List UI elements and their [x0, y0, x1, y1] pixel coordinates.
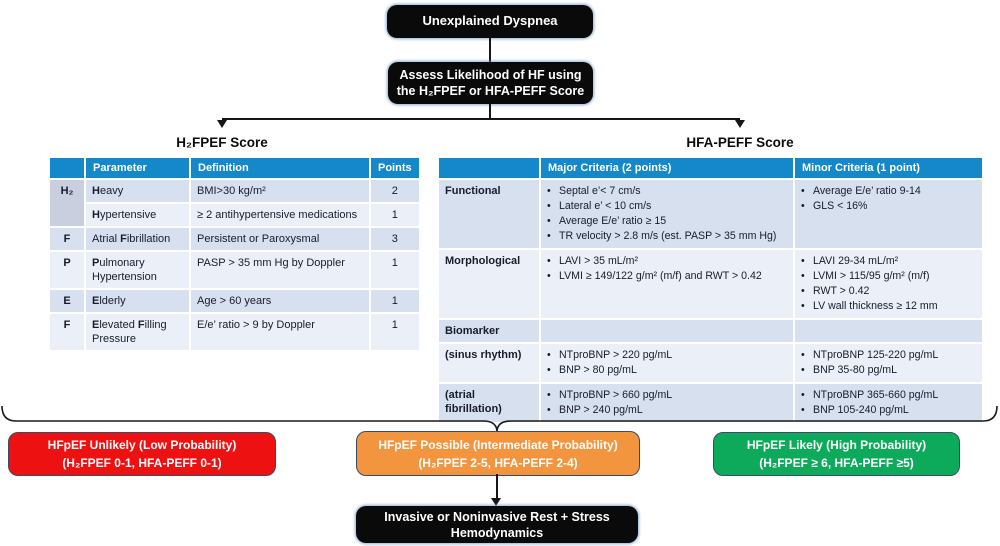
major-criteria-cell: •NTproBNP > 660 pg/mL•BNP > 240 pg/mL — [541, 384, 793, 422]
score-letter-cell: F — [50, 314, 84, 350]
h2fpef-score-title: H₂FPEF Score — [176, 135, 268, 150]
box-label: Unexplained Dyspnea — [422, 13, 558, 29]
hfpef-likely-box: HFpEF Likely (High Probability) (H₂FPEF … — [713, 432, 960, 476]
major-criteria-cell: •Septal e’< 7 cm/s•Lateral e’ < 10 cm/s•… — [541, 180, 793, 248]
connector-line — [496, 474, 498, 498]
header-minor-criteria: Minor Criteria (1 point) — [795, 158, 982, 178]
score-letter-cell: H₂ — [50, 180, 84, 226]
box-label: Assess Likelihood of HF using — [399, 68, 582, 82]
header-points: Points — [371, 158, 419, 178]
criteria-row-label: (sinus rhythm) — [439, 344, 539, 382]
outcome-score-range: (H₂FPEF 0-1, HFA-PEFF 0-1) — [62, 456, 222, 470]
arrow-down-icon — [491, 498, 501, 506]
criteria-row-label: Functional — [439, 180, 539, 248]
points-cell: 1 — [371, 290, 419, 312]
box-label: Hemodynamics — [450, 525, 544, 540]
outcome-score-range: (H₂FPEF 2-5, HFA-PEFF 2-4) — [418, 455, 578, 470]
connector-line — [489, 104, 491, 119]
definition-cell: Age > 60 years — [191, 290, 369, 312]
hfapeff-row: Functional•Septal e’< 7 cm/s•Lateral e’ … — [439, 180, 982, 248]
outcome-score-range: (H₂FPEF ≥ 6, HFA-PEFF ≥5) — [759, 456, 914, 470]
major-criteria-cell — [541, 320, 793, 342]
parameter-cell: Hypertensive — [86, 204, 189, 226]
header-blank-cell — [439, 158, 539, 178]
arrow-down-icon — [217, 120, 227, 128]
minor-criteria-cell: •LAVI 29-34 mL/m²•LVMI > 115/95 g/m² (m/… — [795, 250, 982, 318]
points-cell: 1 — [371, 252, 419, 288]
header-parameter: Parameter — [86, 158, 189, 178]
score-letter-cell: F — [50, 228, 84, 250]
outcome-label: HFpEF Unlikely (Low Probability) — [47, 438, 237, 452]
hfapeff-header-row: Major Criteria (2 points) Minor Criteria… — [439, 158, 982, 178]
hfa-peff-score-table: Major Criteria (2 points) Minor Criteria… — [437, 156, 984, 424]
hfapeff-row: Morphological•LAVI > 35 mL/m²•LVMI ≥ 149… — [439, 250, 982, 318]
hfpef-unlikely-box: HFpEF Unlikely (Low Probability) (H₂FPEF… — [8, 432, 276, 476]
outcome-label: HFpEF Possible (Intermediate Probability… — [378, 437, 618, 452]
points-cell: 1 — [371, 314, 419, 350]
connector-line — [489, 38, 491, 62]
minor-criteria-cell: •NTproBNP 125-220 pg/mL•BNP 35-80 pg/mL — [795, 344, 982, 382]
header-blank-cell — [50, 158, 84, 178]
minor-criteria-cell: •NTproBNP 365-660 pg/mL•BNP 105-240 pg/m… — [795, 384, 982, 422]
box-label: the H₂FPEF or HFA-PEFF Score — [396, 84, 585, 98]
points-cell: 3 — [371, 228, 419, 250]
minor-criteria-cell: •Average E/e’ ratio 9-14•GLS < 16% — [795, 180, 982, 248]
parameter-cell: Elderly — [86, 290, 189, 312]
parameter-cell: Pulmonary Hypertension — [86, 252, 189, 288]
hfa-peff-score-title: HFA-PEFF Score — [686, 135, 794, 150]
assess-likelihood-box: Assess Likelihood of HF using the H₂FPEF… — [388, 62, 593, 104]
criteria-row-label: Morphological — [439, 250, 539, 318]
outcome-label: HFpEF Likely (High Probability) — [746, 438, 927, 452]
hemodynamics-box: Invasive or Noninvasive Rest + Stress He… — [356, 506, 638, 543]
connector-line — [222, 118, 740, 120]
definition-cell: PASP > 35 mm Hg by Doppler — [191, 252, 369, 288]
header-major-criteria: Major Criteria (2 points) — [541, 158, 793, 178]
criteria-row-label: (atrial fibrillation) — [439, 384, 539, 422]
definition-cell: BMI>30 kg/m² — [191, 180, 369, 202]
hfapeff-row: Biomarker — [439, 320, 982, 342]
h2fpef-row: Hypertensive≥ 2 antihypertensive medicat… — [50, 204, 419, 226]
definition-cell: ≥ 2 antihypertensive medications — [191, 204, 369, 226]
definition-cell: E/e’ ratio > 9 by Doppler — [191, 314, 369, 350]
parameter-cell: Atrial Fibrillation — [86, 228, 189, 250]
parameter-cell: Heavy — [86, 180, 189, 202]
points-cell: 1 — [371, 204, 419, 226]
hfapeff-row: (atrial fibrillation)•NTproBNP > 660 pg/… — [439, 384, 982, 422]
points-cell: 2 — [371, 180, 419, 202]
score-letter-cell: E — [50, 290, 84, 312]
definition-cell: Persistent or Paroxysmal — [191, 228, 369, 250]
score-letter-cell: P — [50, 252, 84, 288]
h2fpef-header-row: Parameter Definition Points — [50, 158, 419, 178]
major-criteria-cell: •LAVI > 35 mL/m²•LVMI ≥ 149/122 g/m² (m/… — [541, 250, 793, 318]
hfpef-possible-box: HFpEF Possible (Intermediate Probability… — [356, 431, 640, 476]
arrow-down-icon — [735, 120, 745, 128]
hfapeff-row: (sinus rhythm)•NTproBNP > 220 pg/mL•BNP … — [439, 344, 982, 382]
unexplained-dyspnea-box: Unexplained Dyspnea — [387, 5, 593, 38]
minor-criteria-cell — [795, 320, 982, 342]
parameter-cell: Elevated Filling Pressure — [86, 314, 189, 350]
header-definition: Definition — [191, 158, 369, 178]
box-label: Invasive or Noninvasive Rest + Stress — [384, 509, 610, 524]
criteria-row-label: Biomarker — [439, 320, 539, 342]
major-criteria-cell: •NTproBNP > 220 pg/mL•BNP > 80 pg/mL — [541, 344, 793, 382]
